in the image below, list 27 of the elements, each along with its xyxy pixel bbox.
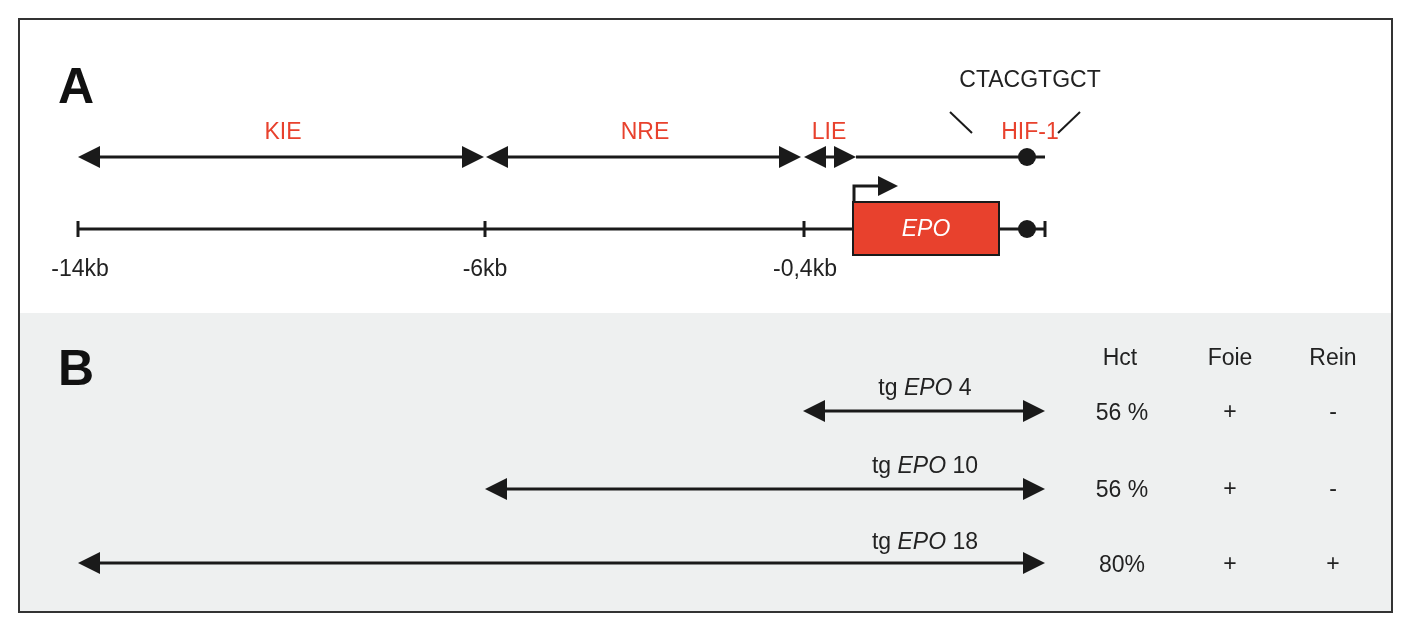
panel-letter: B <box>57 343 95 393</box>
position-label: -14kb <box>51 256 109 280</box>
position-label: -0,4kb <box>773 256 837 280</box>
expression-sign: + <box>1223 551 1237 575</box>
hematocrit-value: 56 % <box>1095 477 1149 501</box>
region-label: LIE <box>811 119 847 143</box>
gene-box <box>852 201 1000 256</box>
position-label: -6kb <box>462 256 508 280</box>
hematocrit-value: 56 % <box>1095 400 1149 424</box>
column-header: Rein <box>1309 345 1357 369</box>
expression-sign: - <box>1329 476 1337 500</box>
gene-label: EPO <box>901 215 951 242</box>
hematocrit-value: 80% <box>1099 552 1145 576</box>
column-header: Foie <box>1207 345 1253 369</box>
expression-sign: + <box>1326 551 1340 575</box>
sequence-text: CTACGTGCT <box>959 67 1101 91</box>
expression-sign: + <box>1223 399 1237 423</box>
column-header: Hct <box>1102 345 1138 369</box>
expression-sign: + <box>1223 476 1237 500</box>
construct-label: tg EPO 18 <box>871 529 979 553</box>
construct-label: tg EPO 4 <box>878 375 972 399</box>
region-label: HIF-1 <box>1001 119 1059 143</box>
region-label: NRE <box>620 119 670 143</box>
region-label: KIE <box>264 119 302 143</box>
expression-sign: - <box>1329 399 1337 423</box>
panel-letter: A <box>57 61 95 111</box>
construct-label: tg EPO 10 <box>871 453 979 477</box>
